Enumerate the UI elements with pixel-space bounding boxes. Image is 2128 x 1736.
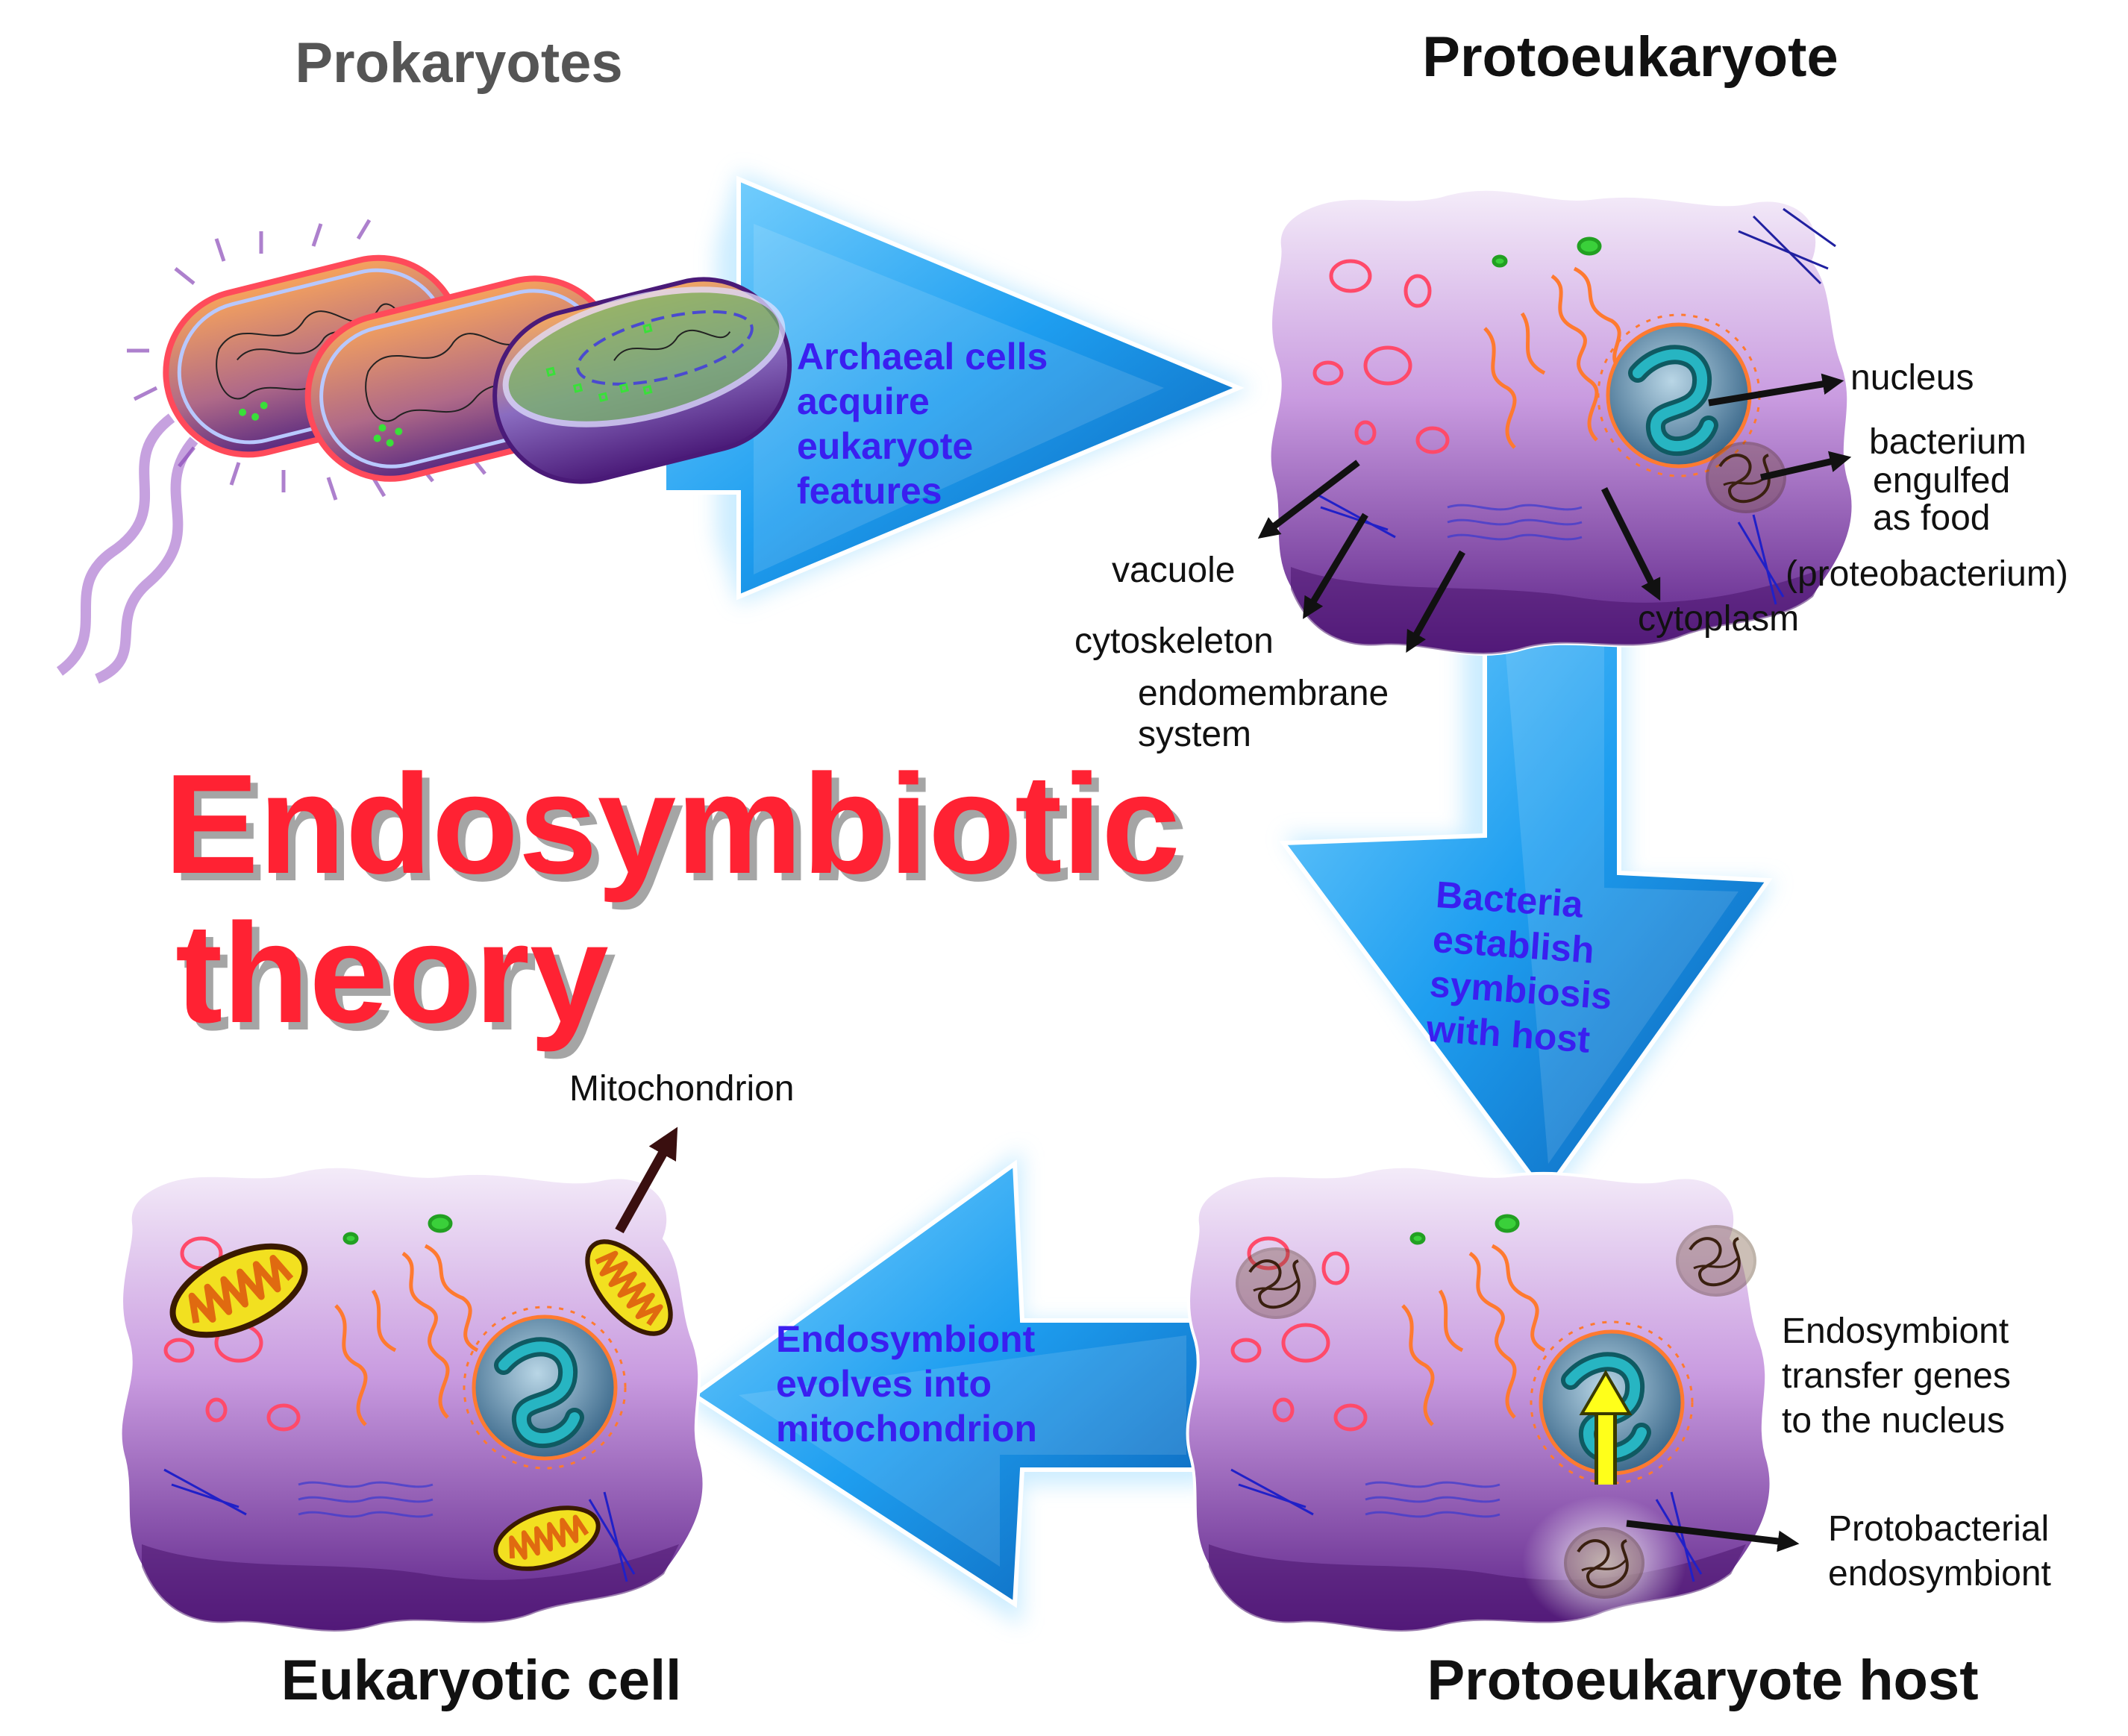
label-bacterium-3: as food [1873, 498, 1990, 538]
label-protobacterial-2: endosymbiont [1828, 1554, 2051, 1594]
label-bacterium-2: engulfed [1873, 461, 2010, 501]
title-line-2: theory [175, 894, 609, 1053]
protoeukaryote-cell [1270, 189, 1853, 654]
flagella [56, 413, 198, 684]
step-1-text: Archaeal cells acquire eukaryote feature… [797, 336, 1048, 512]
stage-label-eukaryotic-cell: Eukaryotic cell [281, 1649, 682, 1712]
step-3-text: Endosymbiont evolves into mitochondrion [776, 1318, 1037, 1450]
protoeukaryote-host-cell [1188, 1167, 1771, 1632]
step-1-line-4: features [797, 470, 942, 512]
label-gene-transfer-1: Endosymbiont [1782, 1312, 2009, 1351]
label-cytoplasm: cytoplasm [1638, 599, 1799, 639]
stage-label-protoeukaryote-host: Protoeukaryote host [1427, 1649, 1978, 1712]
eukaryotic-cell [121, 1167, 704, 1632]
callout-mitochondrion [615, 1126, 678, 1234]
label-gene-transfer-3: to the nucleus [1782, 1401, 2005, 1441]
prokaryote-cell-3 [492, 277, 792, 484]
label-bacterium-4: (proteobacterium) [1786, 554, 2068, 594]
stage-label-protoeukaryote: Protoeukaryote [1422, 25, 1838, 89]
arrow-step-1 [662, 172, 1254, 604]
step-1-line-1: Archaeal cells [797, 336, 1048, 377]
arrow-step-3 [686, 1149, 1209, 1626]
label-mitochondrion: Mitochondrion [569, 1069, 795, 1109]
step-3-line-3: mitochondrion [776, 1408, 1037, 1450]
title-shadow-2: theory [183, 902, 616, 1060]
label-protobacterial-1: Protobacterial [1828, 1509, 2049, 1549]
title-line-1: Endosymbiotic [164, 745, 1180, 903]
step-1-line-3: eukaryote [797, 425, 973, 467]
callout-arrows-top [1257, 373, 1852, 654]
label-gene-transfer-2: transfer genes [1782, 1356, 2011, 1396]
label-cytoskeleton: cytoskeleton [1074, 621, 1274, 661]
label-endomembrane-1: endomembrane [1138, 674, 1389, 713]
title-shadow-1: Endosymbiotic [172, 753, 1188, 911]
step-3-line-1: Endosymbiont [776, 1318, 1036, 1360]
main-title: Endosymbiotic Endosymbiotic theory theor… [164, 745, 1188, 1060]
callout-protobacterial [1626, 1520, 1800, 1552]
step-2-text: Bacteria establish symbiosis with host [1424, 874, 1613, 1061]
stage-label-prokaryotes: Prokaryotes [295, 31, 622, 95]
prokaryote-group [56, 219, 792, 684]
step-3-line-2: evolves into [776, 1363, 992, 1405]
step-2-line-1: Bacteria [1435, 874, 1586, 926]
label-vacuole: vacuole [1112, 551, 1235, 590]
cytoskeleton-lines [1738, 207, 1836, 285]
step-1-line-2: acquire [797, 380, 930, 422]
label-nucleus: nucleus [1850, 358, 1974, 398]
label-endomembrane-2: system [1138, 715, 1251, 754]
label-bacterium-1: bacterium [1869, 422, 2027, 462]
